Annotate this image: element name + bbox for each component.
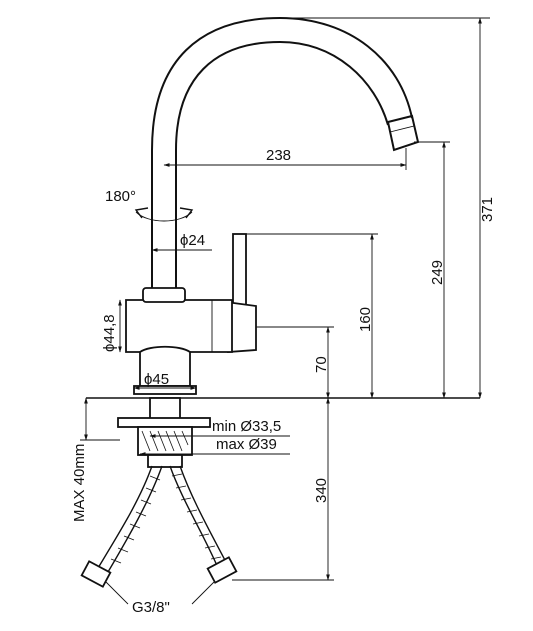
mixer-body [125,287,233,387]
dim-total-height-label: 371 [479,197,496,222]
rotation-arrows [134,207,194,222]
dim-lever-height [246,233,378,399]
base-ring [133,385,197,395]
dim-hose-length [232,397,334,581]
dim-reach-label: 238 [266,147,291,164]
dim-hole-max-label: max Ø39 [216,436,277,453]
dim-base-diameter-label: ϕ45 [144,371,169,388]
flex-hose-right [169,465,238,584]
dim-reach [163,148,407,170]
dim-total-height [280,17,490,399]
dim-max-thickness [80,397,120,441]
mounting-shank [117,397,211,468]
dim-spout-height [414,141,450,399]
flex-hose-left [80,465,163,588]
rotation-label: 180° [105,188,136,205]
dim-hole-min-label: min Ø33,5 [212,418,281,435]
lever-handle [225,233,257,353]
dim-spout-height-label: 249 [429,260,446,285]
dim-lever-height-label: 160 [357,307,374,332]
dim-thread [105,581,215,605]
dim-thread-label: G3/8" [132,599,170,616]
dim-max-thickness-label: MAX 40mm [71,444,88,522]
dim-base-height [256,326,334,399]
dim-base-height-label: 70 [313,356,330,373]
dim-spout-diameter-label: ϕ24 [180,232,205,249]
dim-hose-length-label: 340 [313,478,330,503]
dim-body-diameter-label: ϕ44,8 [101,314,118,352]
